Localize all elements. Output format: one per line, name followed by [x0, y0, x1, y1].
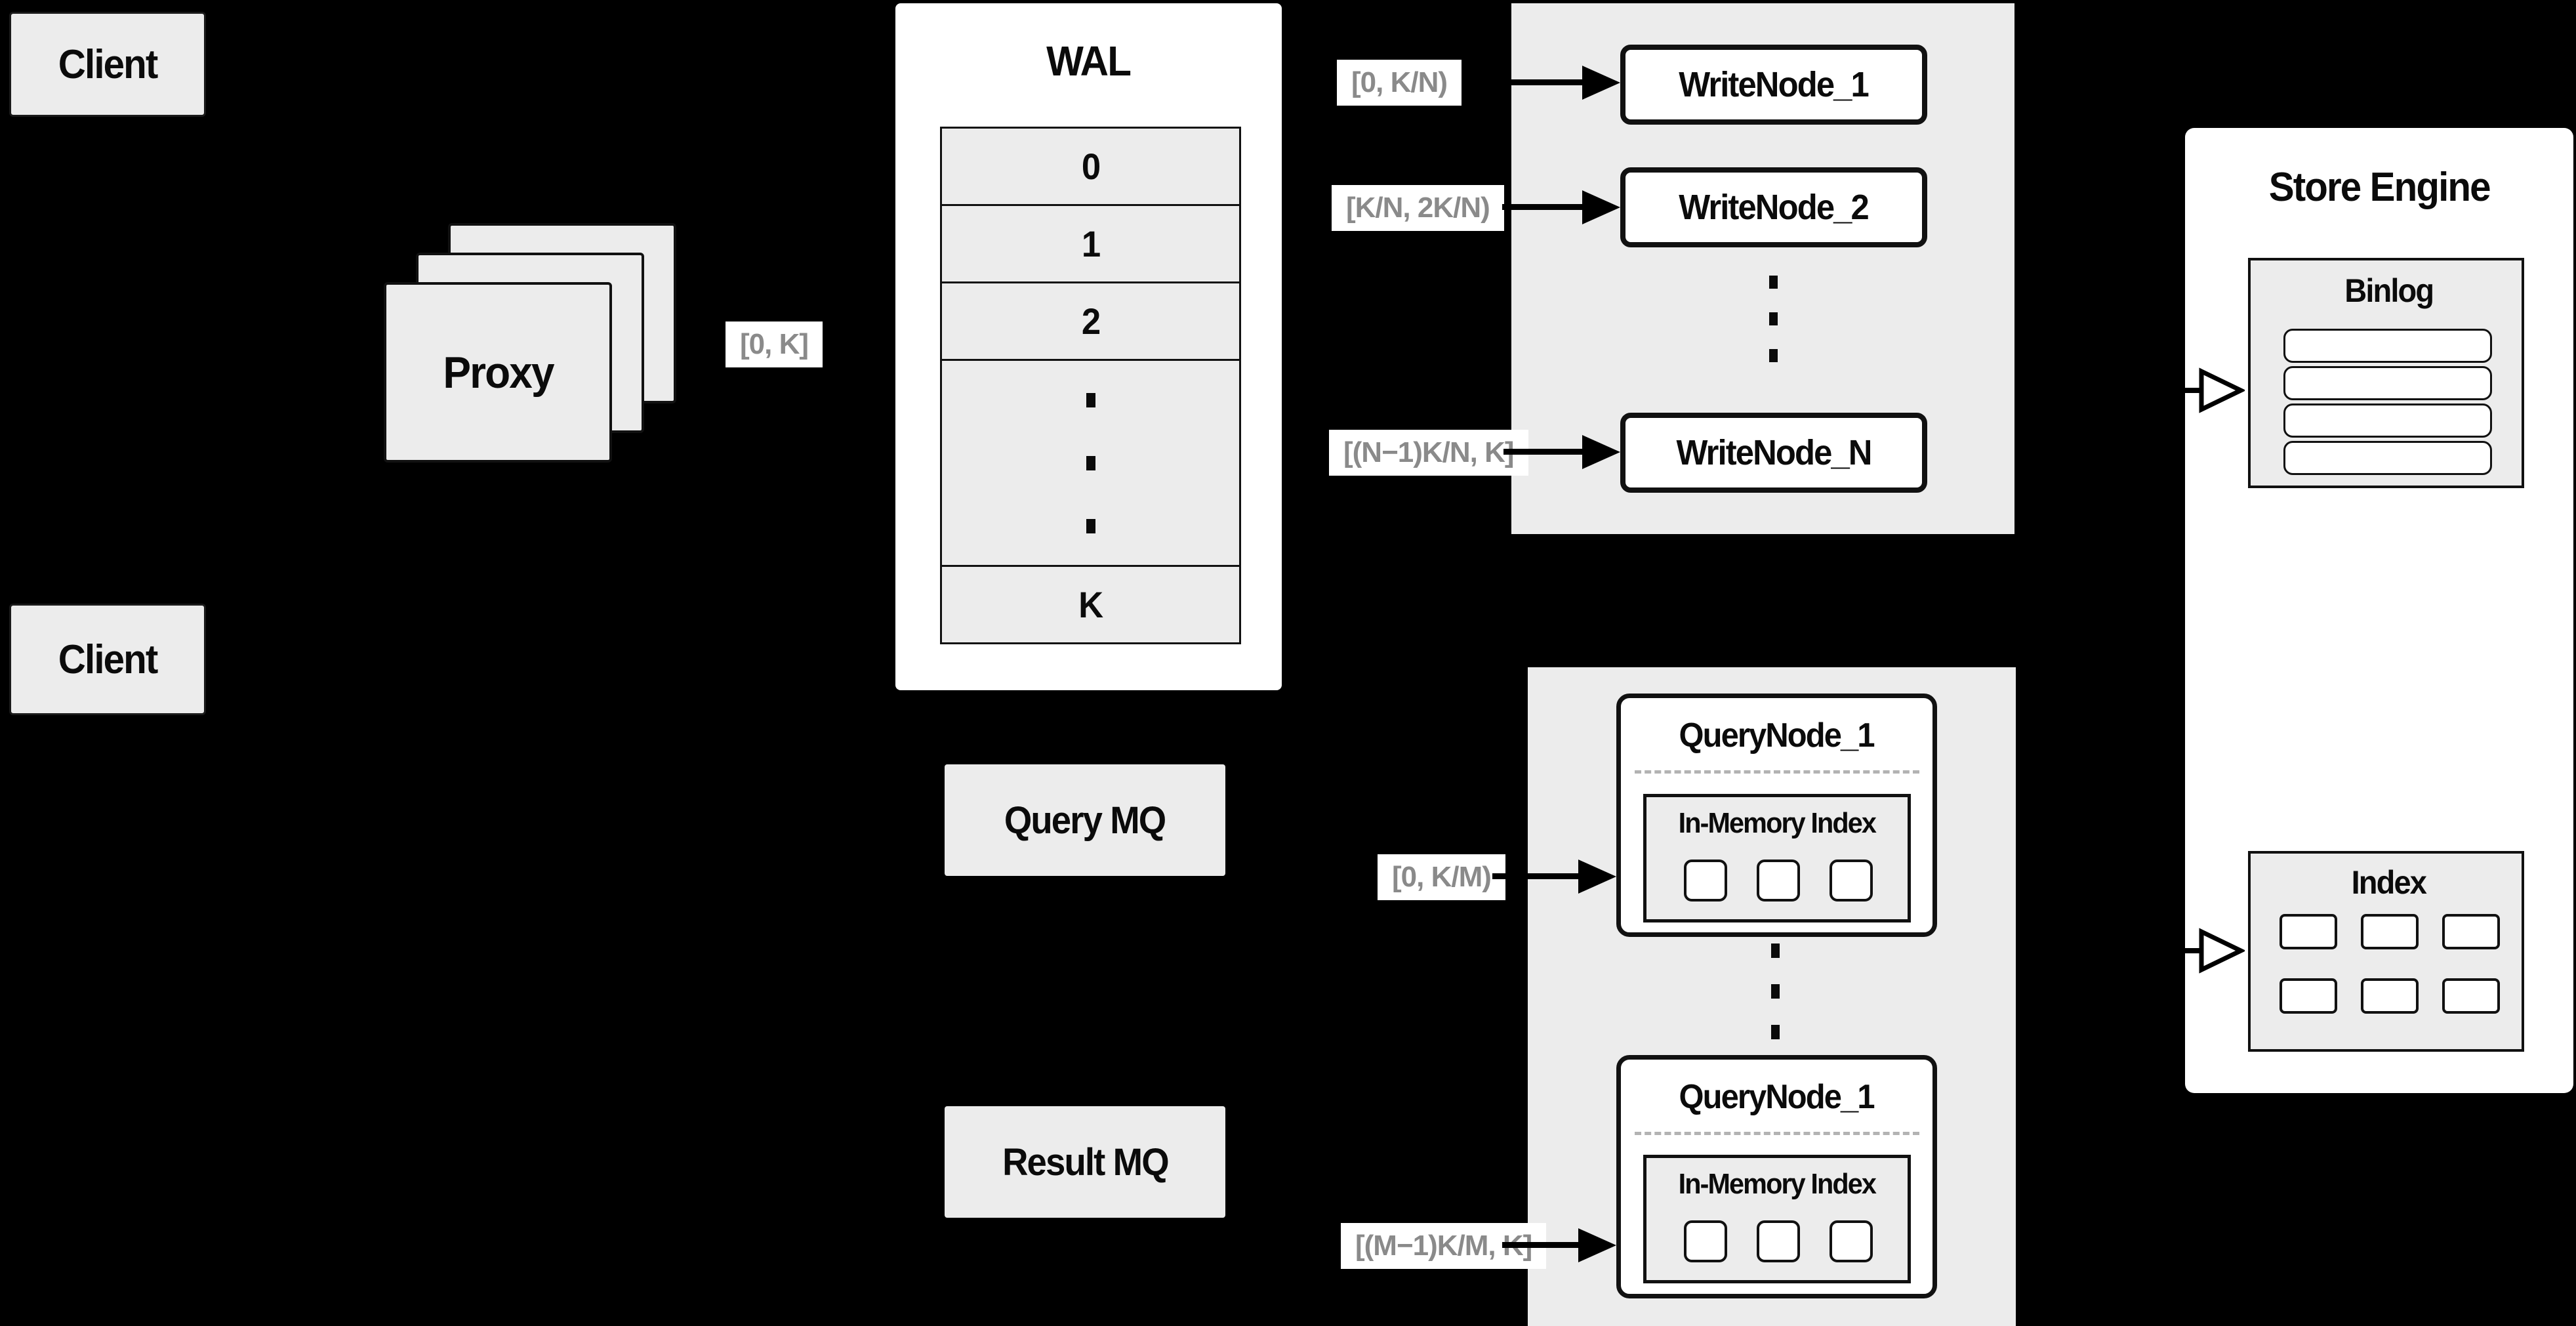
client-box-bottom: Client	[9, 604, 206, 715]
wal-cell-k: K	[940, 565, 1241, 644]
index-box: Index	[2248, 851, 2524, 1052]
index-cell	[2361, 914, 2419, 949]
query-node-bottom-title-wrap: QueryNode_1	[1621, 1074, 1932, 1120]
edge-label-query-1: [0, K/M)	[1378, 854, 1505, 900]
index-cell	[2280, 978, 2337, 1014]
in-memory-index-bottom-title-wrap: In-Memory Index	[1646, 1165, 1908, 1204]
index-cell	[2361, 978, 2419, 1014]
edge-label-write-1-text: [0, K/N)	[1351, 66, 1448, 98]
result-mq-box: Result MQ	[945, 1106, 1225, 1218]
result-mq-label: Result MQ	[1002, 1140, 1170, 1184]
wal-cell-ellipsis	[940, 359, 1241, 567]
client-top-label: Client	[58, 41, 159, 87]
query-mq-label: Query MQ	[1004, 798, 1166, 842]
query-node-bottom-divider	[1635, 1132, 1919, 1135]
index-cell	[2280, 914, 2337, 949]
hollow-arrow-index	[2153, 928, 2245, 974]
write-node-n: WriteNode_N	[1620, 413, 1927, 493]
index-cell	[2442, 978, 2500, 1014]
edge-label-write-n-text: [(N−1)K/N, K]	[1343, 436, 1515, 468]
edge-label-write-1: [0, K/N)	[1337, 60, 1462, 106]
index-title-wrap: Index	[2251, 861, 2527, 903]
proxy-label: Proxy	[442, 347, 554, 398]
memory-cell	[1684, 860, 1727, 901]
arrow-to-query-node-1	[1492, 873, 1578, 879]
wal-cell-2: 2	[940, 281, 1241, 361]
wal-cell-1-label: 1	[1081, 223, 1101, 264]
wal-title-wrap: WAL	[895, 35, 1282, 87]
wal-cells: 0 1 2 K	[940, 127, 1241, 644]
edge-label-write-2: [K/N, 2K/N)	[1332, 185, 1504, 231]
hollow-arrow-binlog	[2153, 367, 2245, 413]
wal-cell-1: 1	[940, 204, 1241, 283]
index-title: Index	[2351, 864, 2427, 901]
memory-cell	[1757, 1220, 1800, 1262]
in-memory-index-bottom: In-Memory Index	[1643, 1155, 1911, 1283]
wal-title: WAL	[1046, 37, 1132, 85]
in-memory-index-top-title-wrap: In-Memory Index	[1646, 804, 1908, 843]
arrow-to-write-node-2	[1502, 204, 1582, 210]
query-node-top-divider	[1635, 770, 1919, 774]
write-node-1-label: WriteNode_1	[1679, 65, 1870, 104]
in-memory-index-top-title: In-Memory Index	[1678, 807, 1877, 839]
binlog-title-wrap: Binlog	[2251, 270, 2527, 312]
write-node-2-label: WriteNode_2	[1679, 188, 1870, 227]
client-bottom-label: Client	[58, 636, 159, 682]
wal-cell-k-label: K	[1078, 584, 1103, 625]
write-node-2: WriteNode_2	[1620, 167, 1927, 247]
binlog-row	[2283, 441, 2492, 475]
edge-label-proxy-wal: [0, K]	[726, 321, 823, 367]
wal-cell-0-label: 0	[1081, 146, 1101, 187]
proxy-box-front: Proxy	[384, 282, 612, 463]
write-nodes-ellipsis	[1769, 276, 1778, 362]
binlog-row	[2283, 366, 2492, 400]
binlog-box: Binlog	[2248, 258, 2524, 488]
memory-cell	[1830, 860, 1873, 901]
query-nodes-ellipsis	[1771, 943, 1780, 1039]
memory-cell	[1757, 860, 1800, 901]
binlog-row	[2283, 404, 2492, 438]
query-mq-box: Query MQ	[945, 764, 1225, 876]
binlog-title: Binlog	[2344, 272, 2434, 309]
arrow-to-query-node-m	[1502, 1242, 1578, 1248]
arrow-to-write-node-1	[1479, 79, 1582, 85]
query-node-top-title-wrap: QueryNode_1	[1621, 713, 1932, 758]
edge-label-proxy-wal-text: [0, K]	[740, 328, 809, 360]
store-engine-box: Store Engine Binlog Index	[2185, 128, 2573, 1093]
wal-cell-2-label: 2	[1081, 300, 1101, 342]
wal-cell-0: 0	[940, 127, 1241, 206]
index-cell	[2442, 914, 2500, 949]
binlog-row	[2283, 329, 2492, 363]
edge-label-write-n: [(N−1)K/N, K]	[1329, 430, 1528, 476]
store-engine-title: Store Engine	[2268, 164, 2491, 210]
write-node-1: WriteNode_1	[1620, 45, 1927, 125]
wal-box: WAL 0 1 2 K	[895, 3, 1282, 690]
arrow-to-write-node-n	[1503, 449, 1582, 455]
store-engine-title-wrap: Store Engine	[2185, 161, 2573, 213]
memory-cell	[1830, 1220, 1873, 1262]
ellipsis-dots	[1086, 392, 1095, 533]
edge-label-write-2-text: [K/N, 2K/N)	[1346, 192, 1490, 224]
edge-label-query-1-text: [0, K/M)	[1392, 861, 1492, 893]
in-memory-index-bottom-title: In-Memory Index	[1678, 1168, 1877, 1200]
query-node-top-title: QueryNode_1	[1679, 716, 1875, 755]
client-box-top: Client	[9, 12, 206, 117]
write-node-n-label: WriteNode_N	[1676, 433, 1872, 472]
query-node-bottom-title: QueryNode_1	[1679, 1078, 1875, 1116]
in-memory-index-top: In-Memory Index	[1643, 794, 1911, 922]
memory-cell	[1684, 1220, 1727, 1262]
